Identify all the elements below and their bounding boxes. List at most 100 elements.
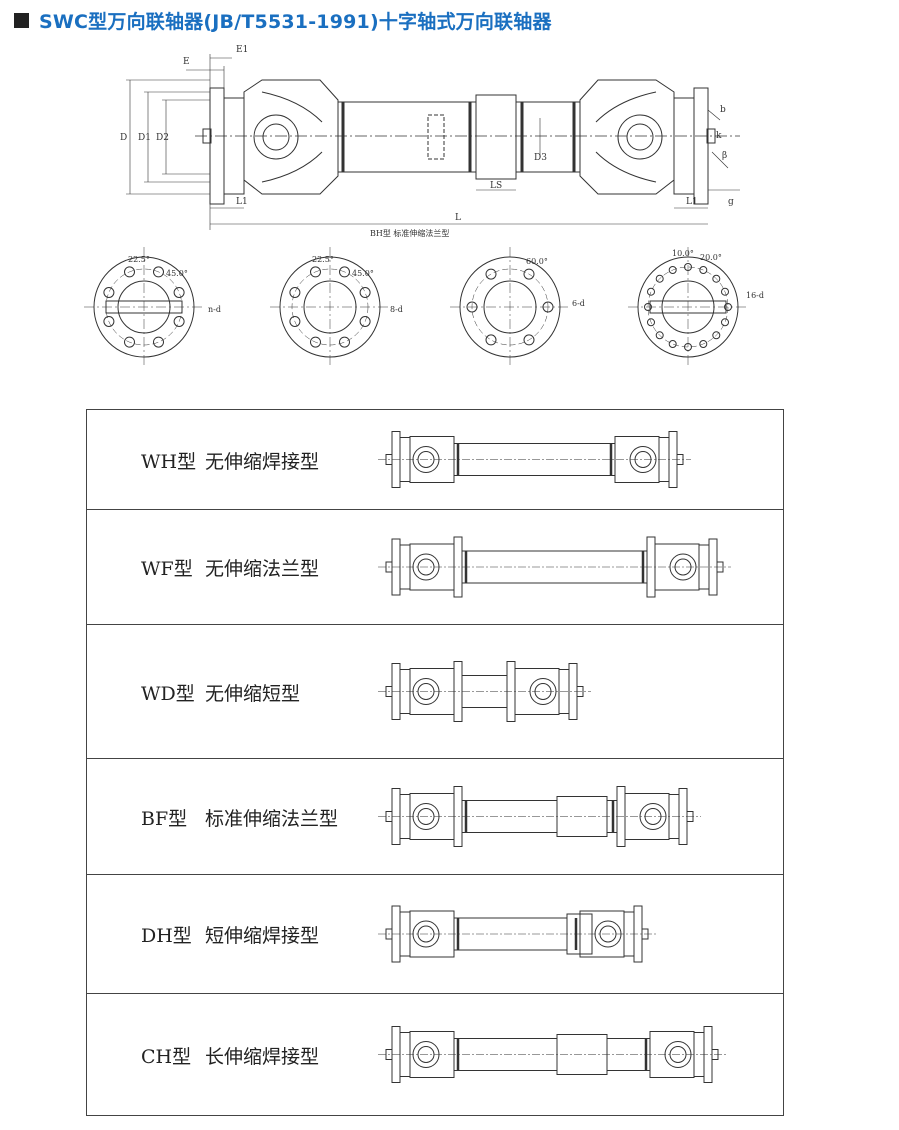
dim-D: D [120, 133, 127, 143]
type-diagram [378, 905, 656, 963]
dim-L1-left: L1 [236, 197, 248, 207]
left-key [202, 128, 212, 144]
bolt-hole [647, 287, 655, 296]
flange-label-holes: 6-d [572, 299, 585, 308]
flange-label-holes: 16-d [746, 291, 764, 300]
left-cross-bore [262, 123, 290, 151]
hidden-line [427, 114, 445, 160]
type-code: BF型 [141, 807, 188, 830]
flange-view-1: 22.5°45.0°n-d [84, 247, 221, 367]
left-flange-hub [223, 97, 245, 195]
type-row-2: WF型 无伸缩法兰型 [87, 510, 783, 625]
type-row-5: DH型 短伸缩焊接型 [87, 875, 783, 994]
bolt-hole [523, 334, 535, 346]
bolt-hole [124, 336, 135, 348]
type-description: 无伸缩焊接型 [205, 450, 320, 473]
bolt-hole [124, 266, 135, 278]
bolt-hole [721, 287, 729, 296]
page-title: SWC型万向联轴器(JB/T5531-1991)十字轴式万向联轴器 [14, 8, 552, 33]
dim-beta: β [722, 151, 727, 161]
page-title-text: SWC型万向联轴器(JB/T5531-1991)十字轴式万向联轴器 [39, 10, 552, 33]
flange-view-4: 10.0° 20.0° 16-d [628, 247, 764, 367]
bolt-hole [339, 266, 350, 278]
type-code: CH型 [141, 1045, 192, 1068]
bolt-hole [153, 266, 164, 278]
type-row-6: CH型 长伸缩焊接型 [87, 994, 783, 1115]
right-flange-plate [693, 87, 709, 205]
type-label: DH型 短伸缩焊接型 [141, 921, 319, 948]
spline-sleeve [475, 94, 517, 180]
type-diagram [378, 786, 701, 847]
spline-shaft [515, 101, 581, 173]
flange-key-slot [649, 300, 727, 314]
left-cross-bearing [253, 114, 299, 160]
dim-E: E [183, 57, 190, 67]
flange-label-angle2: 45.0° [166, 269, 188, 278]
bolt-hole [699, 266, 708, 274]
flange-label-holes: 8-d [390, 305, 403, 314]
bolt-hole [466, 301, 478, 313]
flange-label-angle2: 45.0° [352, 269, 374, 278]
flange-label-angle1: 22.5° [128, 255, 150, 264]
flange-end-views: 22.5°45.0°n-d22.5°45.0°8-d60.0°6-d10.0°2… [84, 247, 764, 367]
bolt-hole [668, 340, 677, 348]
dim-k: k [716, 131, 722, 141]
title-square-icon [14, 12, 29, 28]
type-description: 短伸缩焊接型 [205, 925, 320, 947]
dim-g: g [728, 197, 734, 207]
type-description: 标准伸缩法兰型 [205, 807, 339, 830]
bolt-hole [289, 316, 301, 327]
flange-label-angle1: 10.0° [672, 249, 694, 258]
bolt-hole [655, 274, 664, 283]
left-flange-plate [209, 87, 225, 205]
dim-D1: D1 [138, 133, 151, 143]
bolt-hole [310, 336, 321, 348]
dim-D2: D2 [156, 133, 169, 143]
bolt-hole [173, 287, 185, 298]
bolt-hole [359, 316, 371, 327]
bolt-hole [153, 336, 164, 348]
bolt-hole [721, 318, 729, 327]
bolt-hole [485, 268, 497, 280]
left-yoke-arcs [261, 91, 323, 183]
flange-view-3: 60.0° 6-d [450, 247, 585, 367]
type-label: WD型 无伸缩短型 [141, 679, 300, 706]
type-code: WD型 [141, 682, 195, 705]
type-row-3: WD型 无伸缩短型 [87, 625, 783, 759]
bolt-hole [724, 303, 732, 311]
type-label: CH型 长伸缩焊接型 [141, 1042, 319, 1069]
bolt-hole [103, 287, 115, 298]
bolt-hole [103, 316, 115, 327]
type-code: WF型 [141, 558, 193, 580]
type-diagram [378, 431, 691, 488]
dim-L1-right: L1 [686, 197, 698, 207]
bolt-hole [644, 303, 652, 311]
type-code: DH型 [141, 925, 192, 947]
right-yoke-arcs [595, 91, 657, 183]
left-yoke [243, 79, 339, 195]
bolt-hole [485, 334, 497, 346]
type-description: 长伸缩焊接型 [205, 1045, 320, 1068]
type-description: 无伸缩短型 [205, 682, 301, 705]
dim-b: b [720, 105, 726, 115]
bolt-hole [712, 274, 721, 283]
type-diagram [378, 536, 731, 598]
dim-L: L [455, 213, 461, 223]
bolt-hole [712, 331, 721, 340]
flange-label-angle1: 22.5° [312, 255, 334, 264]
bolt-hole [699, 340, 708, 348]
flange-view-2: 22.5° 45.0° 8-d [270, 247, 403, 367]
flange-label-angle2: 20.0° [700, 253, 722, 262]
bolt-hole [359, 287, 371, 298]
flange-label-angle1: 60.0° [526, 257, 548, 266]
bolt-hole [684, 263, 692, 271]
right-key [706, 128, 716, 144]
right-flange-hub [673, 97, 695, 195]
dim-LS: LS [490, 181, 502, 191]
bolt-hole [289, 287, 301, 298]
main-assembly-drawing: E E1 D D1 D2 D3 L1 L1 L LS b β g k BH型 标… [120, 45, 740, 238]
bolt-hole [339, 336, 350, 348]
type-row-1: WH型 无伸缩焊接型 [87, 410, 783, 510]
type-label: WF型 无伸缩法兰型 [141, 554, 319, 581]
right-cross-bore [626, 123, 654, 151]
